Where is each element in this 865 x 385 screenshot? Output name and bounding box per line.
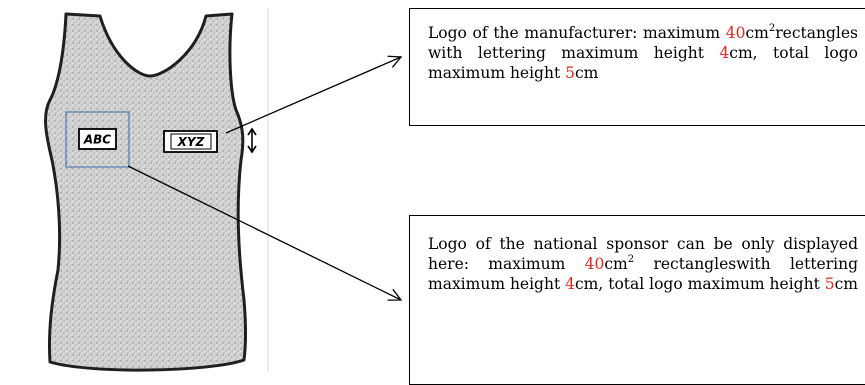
abc-logo-box bbox=[78, 128, 117, 150]
unit-text: cm bbox=[575, 64, 599, 82]
sponsor-pointer-arrow bbox=[127, 165, 401, 300]
xyz-logo-inner bbox=[170, 133, 212, 150]
abc-logo-text: ABC bbox=[83, 133, 111, 147]
callout-text: rectangleswith lettering maximum height bbox=[428, 255, 858, 293]
max-area-value: 40 bbox=[725, 24, 746, 42]
jersey-diagram: ABC XYZ bbox=[44, 8, 865, 372]
unit-superscript: 2 bbox=[627, 253, 635, 265]
lettering-height-value: 4 bbox=[565, 275, 575, 293]
unit-text: cm bbox=[745, 24, 769, 42]
callout-text: cm, total logo maximum height bbox=[428, 44, 858, 82]
lettering-height-value: 4 bbox=[719, 44, 730, 62]
max-area-value: 40 bbox=[584, 255, 605, 273]
manufacturer-pointer-arrow bbox=[225, 57, 401, 134]
callout-text: Logo of the manufacturer: maximum bbox=[428, 24, 726, 42]
xyz-logo-text: XYZ bbox=[177, 135, 205, 149]
sponsor-logo-zone bbox=[65, 111, 130, 168]
callout-text: cm, total logo maximum height bbox=[575, 275, 825, 293]
tank-top-jersey bbox=[44, 12, 247, 372]
unit-text: cm bbox=[834, 275, 858, 293]
sponsor-logo-callout: Logo of the national sponsor can be only… bbox=[409, 215, 865, 385]
unit-text: cm bbox=[604, 255, 628, 273]
logo-height-value: 5 bbox=[565, 64, 575, 82]
manufacturer-logo-callout: Logo of the manufacturer: maximum 40cm2r… bbox=[409, 8, 865, 126]
height-dimension-arrow bbox=[247, 127, 257, 154]
unit-superscript: 2 bbox=[768, 22, 776, 34]
callout-text: Logo of the national sponsor can be only… bbox=[428, 235, 858, 273]
logo-height-value: 5 bbox=[824, 275, 835, 293]
callout-text: rectangles with lettering maximum height bbox=[428, 24, 858, 62]
